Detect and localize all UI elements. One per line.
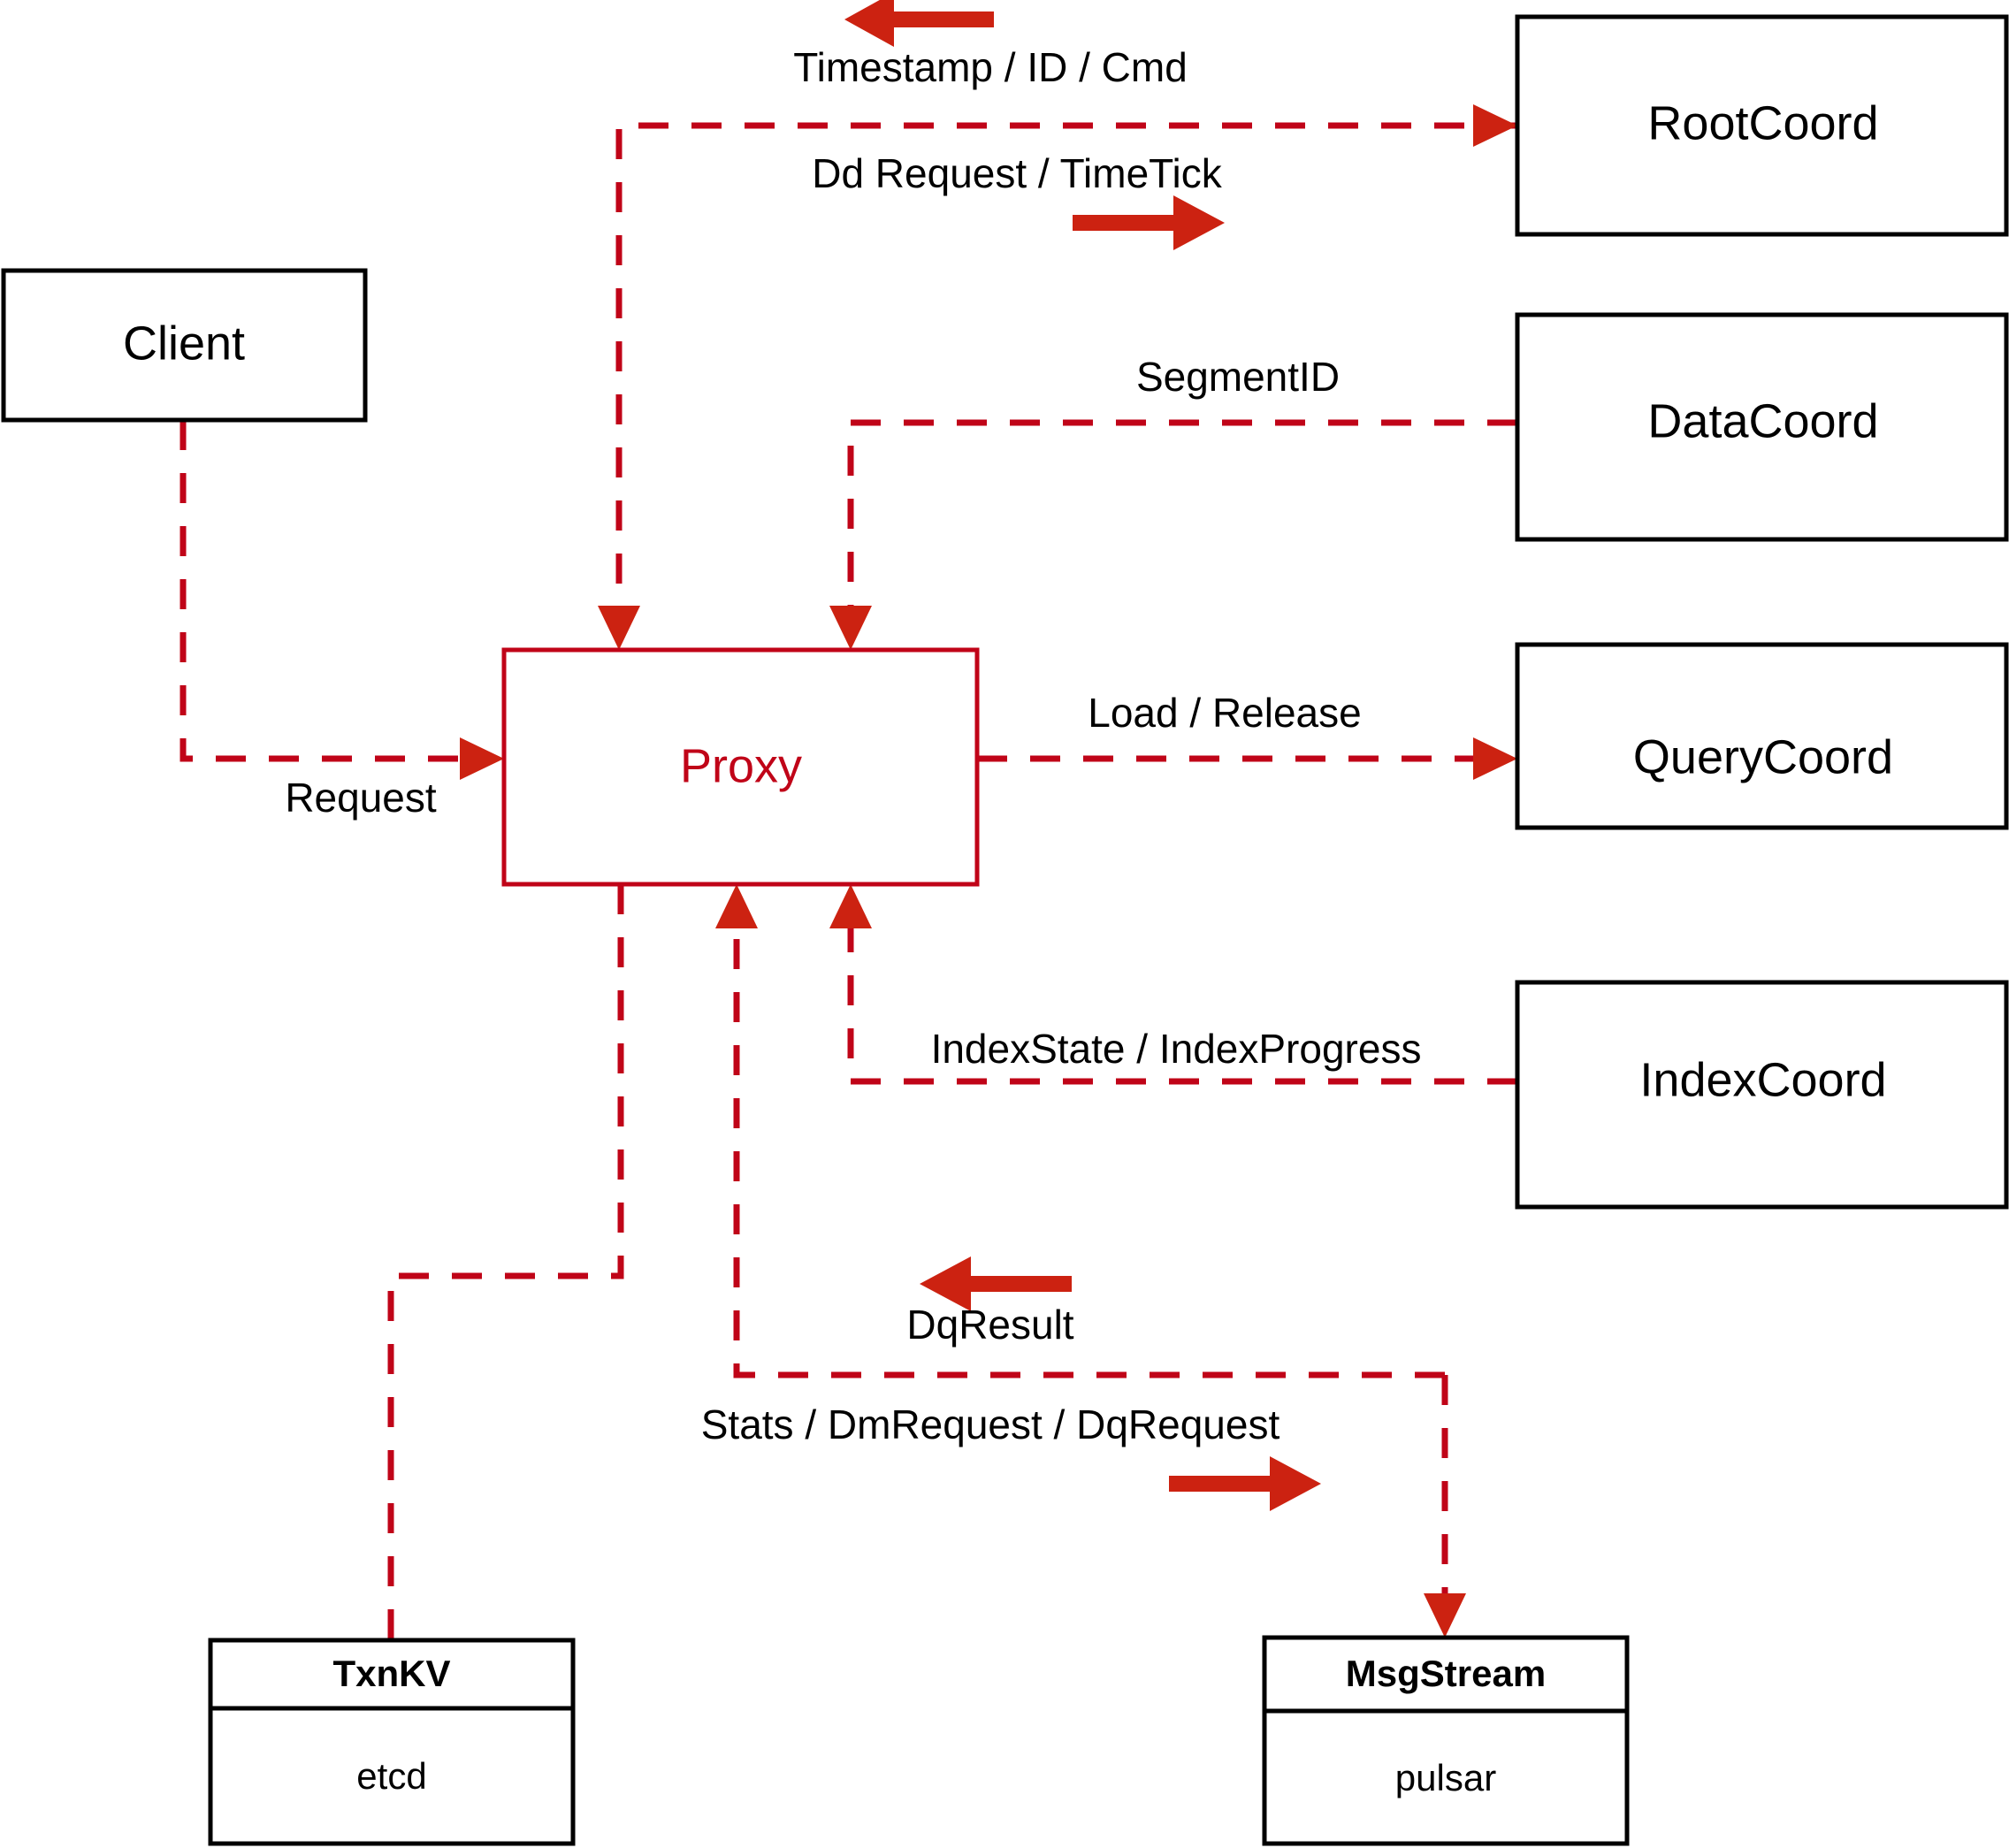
edge-label-dqresult: DqResult	[906, 1302, 1073, 1348]
node-txnkv-header-label: TxnKV	[332, 1653, 450, 1694]
node-proxy-label: Proxy	[680, 739, 802, 792]
node-indexcoord[interactable]: IndexCoord	[1515, 980, 2009, 1210]
dqresult-direction-arrow	[920, 1256, 1072, 1311]
arrowhead-proxy-to-rootcoord	[1473, 104, 1517, 147]
node-indexcoord-label: IndexCoord	[1639, 1053, 1886, 1106]
edge-proxy-to-querycoord	[977, 737, 1517, 780]
node-querycoord-box	[1515, 642, 2009, 830]
node-txnkv-box	[208, 1638, 576, 1846]
edge-path-datacoord-to-proxy	[847, 419, 1517, 632]
node-msgstream-box	[1262, 1635, 1630, 1846]
edge-path-msgstream-to-proxy	[733, 902, 1445, 1378]
node-msgstream[interactable]: MsgStream pulsar	[1262, 1635, 1630, 1846]
edge-label-request: Request	[285, 775, 437, 821]
arrowhead-proxy-to-querycoord	[1473, 737, 1517, 780]
node-msgstream-body-label: pulsar	[1395, 1757, 1496, 1798]
edge-path-rootcoord-to-proxy	[615, 122, 1517, 632]
timestamp-direction-arrow	[844, 0, 994, 47]
edge-rootcoord-to-proxy	[598, 122, 1517, 650]
node-proxy-box	[501, 647, 980, 887]
edge-datacoord-to-proxy	[829, 419, 1517, 650]
edge-proxy-to-txnkv	[387, 884, 624, 1640]
node-rootcoord-label: RootCoord	[1647, 96, 1878, 149]
arrowhead-client-to-proxy	[460, 737, 504, 780]
arrowhead-datacoord-to-proxy	[829, 606, 872, 650]
node-client[interactable]: Client	[1, 268, 368, 423]
edge-indexcoord-to-proxy	[829, 884, 1517, 1085]
node-client-label: Client	[123, 317, 245, 370]
edge-label-timestamp-id-cmd: Timestamp / ID / Cmd	[793, 44, 1188, 90]
node-msgstream-header-label: MsgStream	[1346, 1653, 1546, 1694]
edge-path-indexcoord-to-proxy	[847, 902, 1517, 1085]
ddrequest-direction-arrow	[1073, 195, 1225, 250]
node-querycoord-label: QueryCoord	[1633, 730, 1893, 783]
edge-path-proxy-to-txnkv	[387, 884, 624, 1640]
node-datacoord[interactable]: DataCoord	[1515, 312, 2009, 542]
node-client-box	[1, 268, 368, 423]
edge-label-stats-dm-dq-request: Stats / DmRequest / DqRequest	[701, 1401, 1280, 1447]
node-datacoord-box	[1515, 312, 2009, 542]
edge-label-dd-request-timetick: Dd Request / TimeTick	[812, 150, 1223, 196]
arrowhead-rootcoord-to-proxy	[598, 606, 640, 650]
node-txnkv[interactable]: TxnKV etcd	[208, 1638, 576, 1846]
node-rootcoord-box	[1515, 14, 2009, 237]
dqrequest-direction-arrow	[1169, 1456, 1321, 1511]
edge-label-segmentid: SegmentID	[1136, 354, 1340, 400]
node-rootcoord[interactable]: RootCoord	[1515, 14, 2009, 237]
edge-label-load-release: Load / Release	[1088, 690, 1361, 736]
node-querycoord[interactable]: QueryCoord	[1515, 642, 2009, 830]
edge-path-client-to-proxy	[180, 420, 488, 762]
node-txnkv-body-label: etcd	[356, 1755, 426, 1797]
edge-msgstream-to-proxy	[715, 884, 1445, 1378]
arrowhead-indexcoord-to-proxy	[829, 884, 872, 928]
node-proxy[interactable]: Proxy	[501, 647, 980, 887]
arrowhead-proxy-to-msgstream	[1424, 1593, 1466, 1638]
edge-client-to-proxy	[180, 420, 504, 780]
edge-proxy-to-msgstream	[1424, 1375, 1466, 1638]
node-datacoord-label: DataCoord	[1647, 394, 1878, 447]
edge-proxy-to-rootcoord	[1473, 104, 1517, 147]
edge-label-indexstate-progress: IndexState / IndexProgress	[931, 1026, 1422, 1072]
node-indexcoord-box	[1515, 980, 2009, 1210]
arrowhead-msgstream-to-proxy	[715, 884, 758, 928]
